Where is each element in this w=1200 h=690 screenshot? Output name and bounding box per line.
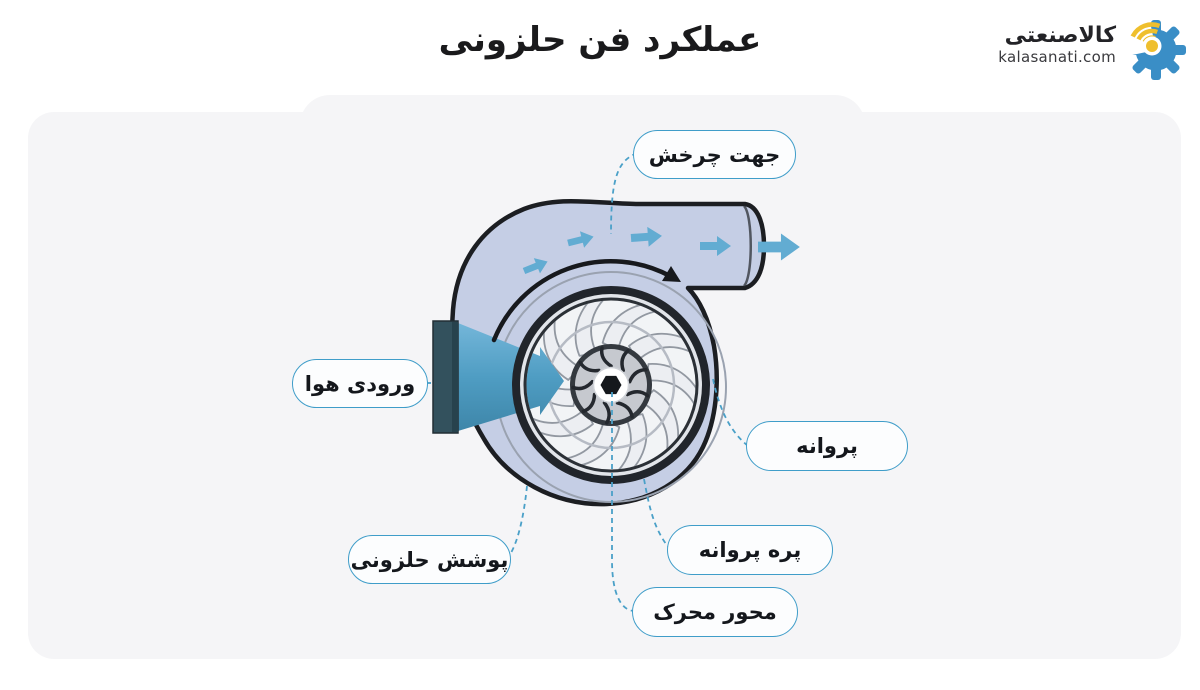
callout-impeller-blade-label: پره پروانه	[698, 538, 802, 562]
hub-mini-blades	[571, 346, 650, 425]
hub-assembly	[570, 344, 652, 426]
flow-arrows	[522, 226, 800, 275]
callout-air-inlet: ورودی هوا	[292, 359, 428, 408]
rotation-arrow	[491, 259, 681, 343]
brand-logo: کالاصنعتی kalasanati.com	[998, 8, 1188, 82]
callout-scroll-casing-label: پوشش حلزونی	[350, 547, 509, 572]
callout-rotation-direction: جهت چرخش	[633, 130, 796, 179]
brand-name: کالاصنعتی	[1004, 22, 1116, 48]
brand-domain: kalasanati.com	[998, 48, 1116, 67]
brand-logo-text: کالاصنعتی kalasanati.com	[998, 22, 1116, 67]
inlet-duct	[432, 320, 459, 434]
callout-drive-shaft-label: محور محرک	[653, 600, 777, 624]
callout-impeller: پروانه	[746, 421, 908, 471]
page-title: عملکرد فن حلزونی	[438, 20, 762, 60]
air-inlet-cone	[458, 323, 564, 431]
callout-impeller-blade: پره پروانه	[667, 525, 833, 575]
gear-logo-icon	[1120, 8, 1186, 80]
callout-rotation-direction-label: جهت چرخش	[648, 142, 781, 167]
callout-drive-shaft: محور محرک	[632, 587, 798, 637]
callout-impeller-label: پروانه	[796, 434, 858, 458]
impeller-outer-ring	[512, 286, 710, 484]
callout-scroll-casing: پوشش حلزونی	[348, 535, 511, 584]
callout-air-inlet-label: ورودی هوا	[304, 371, 416, 396]
shaft-hex-nut	[600, 375, 622, 395]
outlet-flow-arrow	[758, 233, 800, 261]
duct-end-cap	[742, 205, 752, 287]
gear-hub-dot	[1146, 40, 1158, 52]
